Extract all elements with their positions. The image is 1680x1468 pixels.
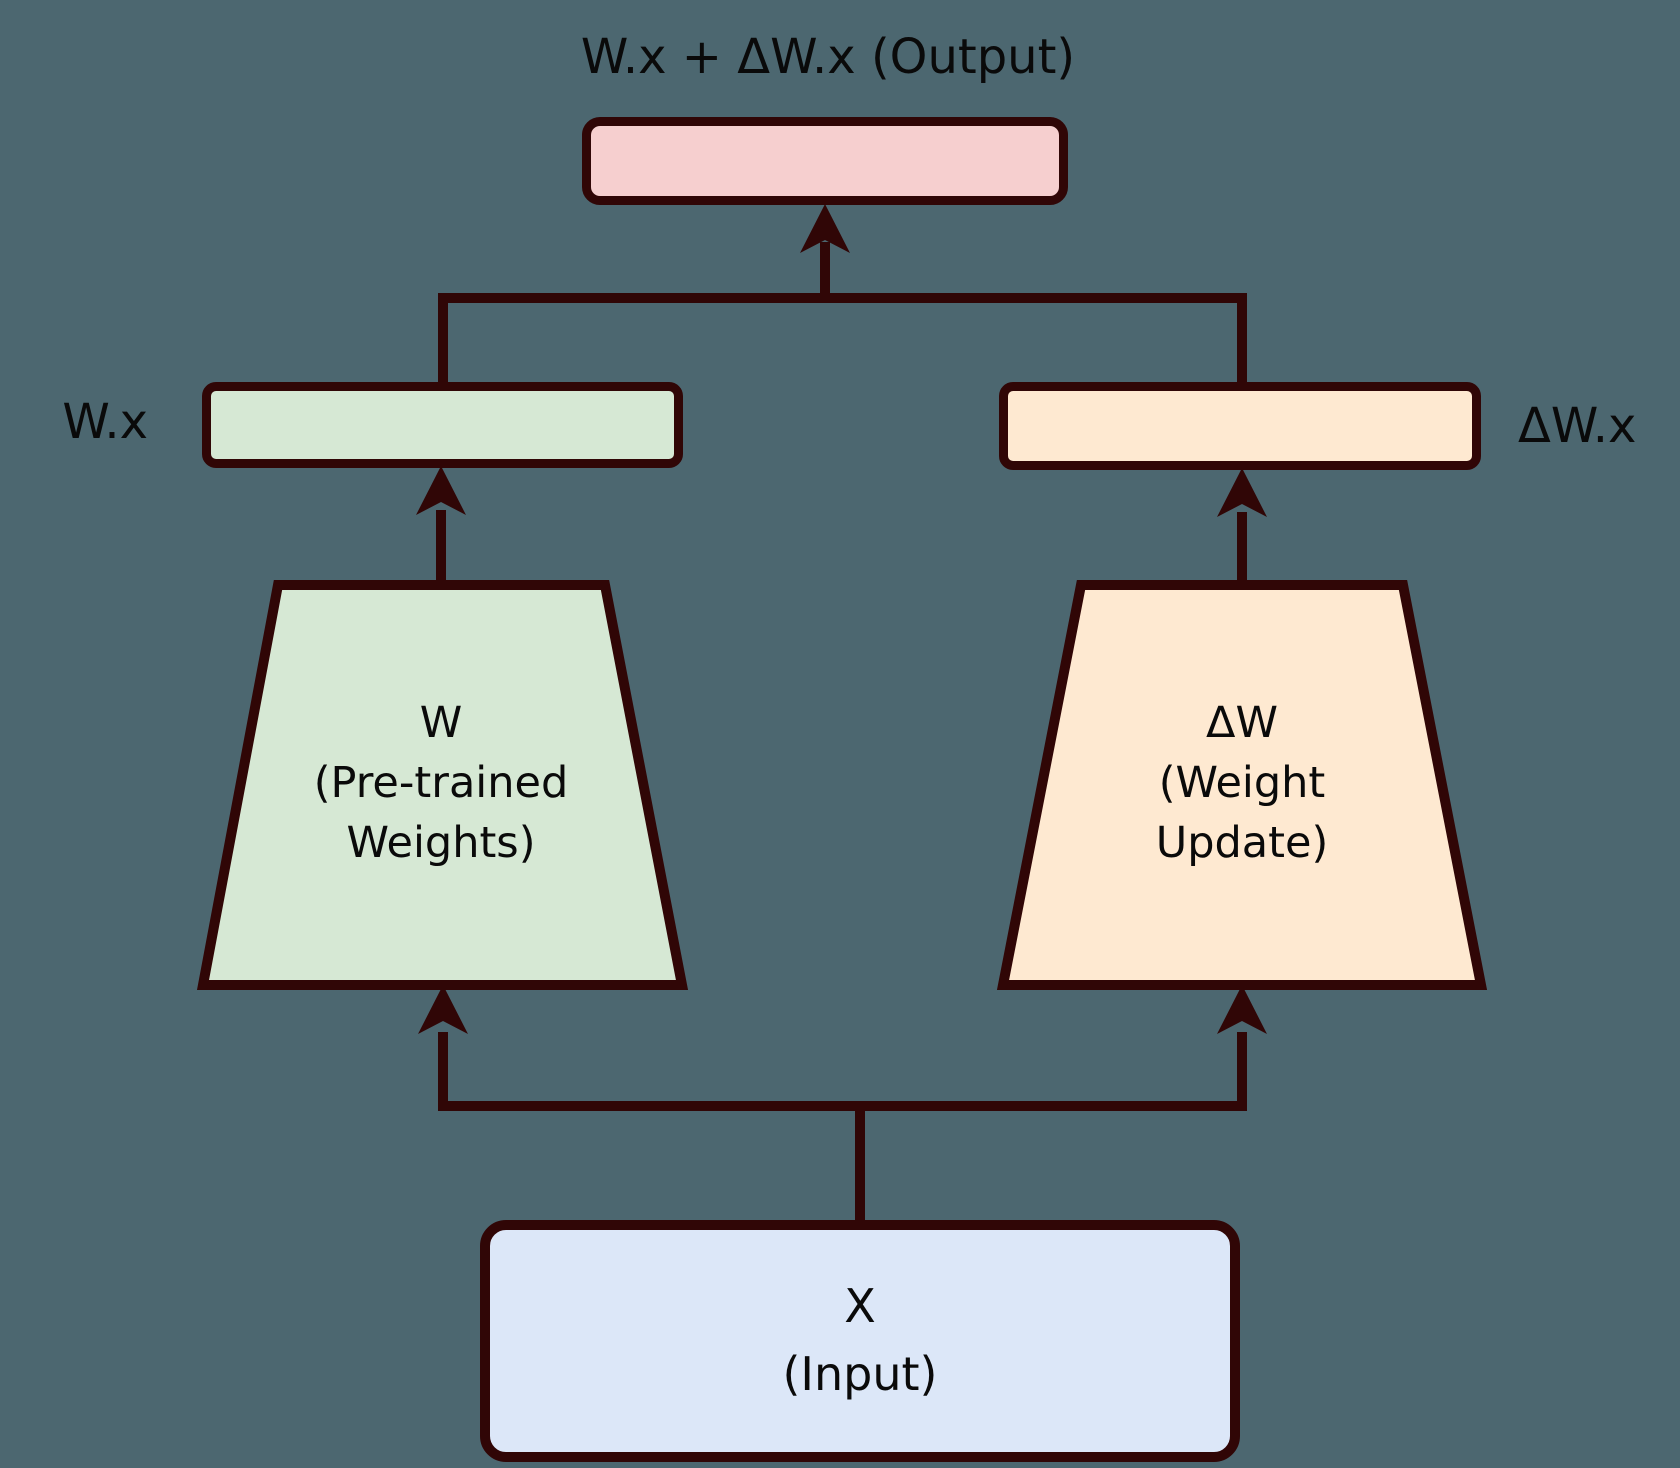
dwx-bar-label: ΔW.x [1518,398,1637,454]
arrowhead-wx-bar [416,466,466,515]
w-trapezoid-line3: Weights) [346,818,536,868]
arrowhead-dwx-bar [1217,468,1267,517]
dw-trapezoid-line1: ΔW [1206,698,1278,748]
dw-trapezoid-text: ΔW (Weight Update) [1042,693,1442,873]
input-box-text: X (Input) [480,1272,1240,1408]
input-box-line1: X [844,1279,876,1333]
input-box [480,1220,1240,1462]
input-box-line2: (Input) [782,1347,938,1401]
w-trapezoid [196,580,689,990]
wx-bar [202,382,683,468]
connector-bars-to-output [438,293,1247,384]
dw-trapezoid-line3: Update) [1155,818,1329,868]
w-trapezoid-line2: (Pre-trained [313,758,569,808]
wx-bar-label: W.x [62,394,148,450]
arrowhead-output [800,204,850,253]
dw-trapezoid-line2: (Weight [1158,758,1326,808]
arrowhead-dw-trapezoid [1217,985,1267,1034]
output-title: W.x + ΔW.x (Output) [580,29,1076,85]
output-box [582,117,1068,205]
w-trapezoid-text: W (Pre-trained Weights) [241,693,641,873]
dw-trapezoid [996,580,1488,990]
dwx-bar [999,382,1481,470]
arrowhead-w-trapezoid [418,985,468,1034]
w-trapezoid-line1: W [419,698,463,748]
